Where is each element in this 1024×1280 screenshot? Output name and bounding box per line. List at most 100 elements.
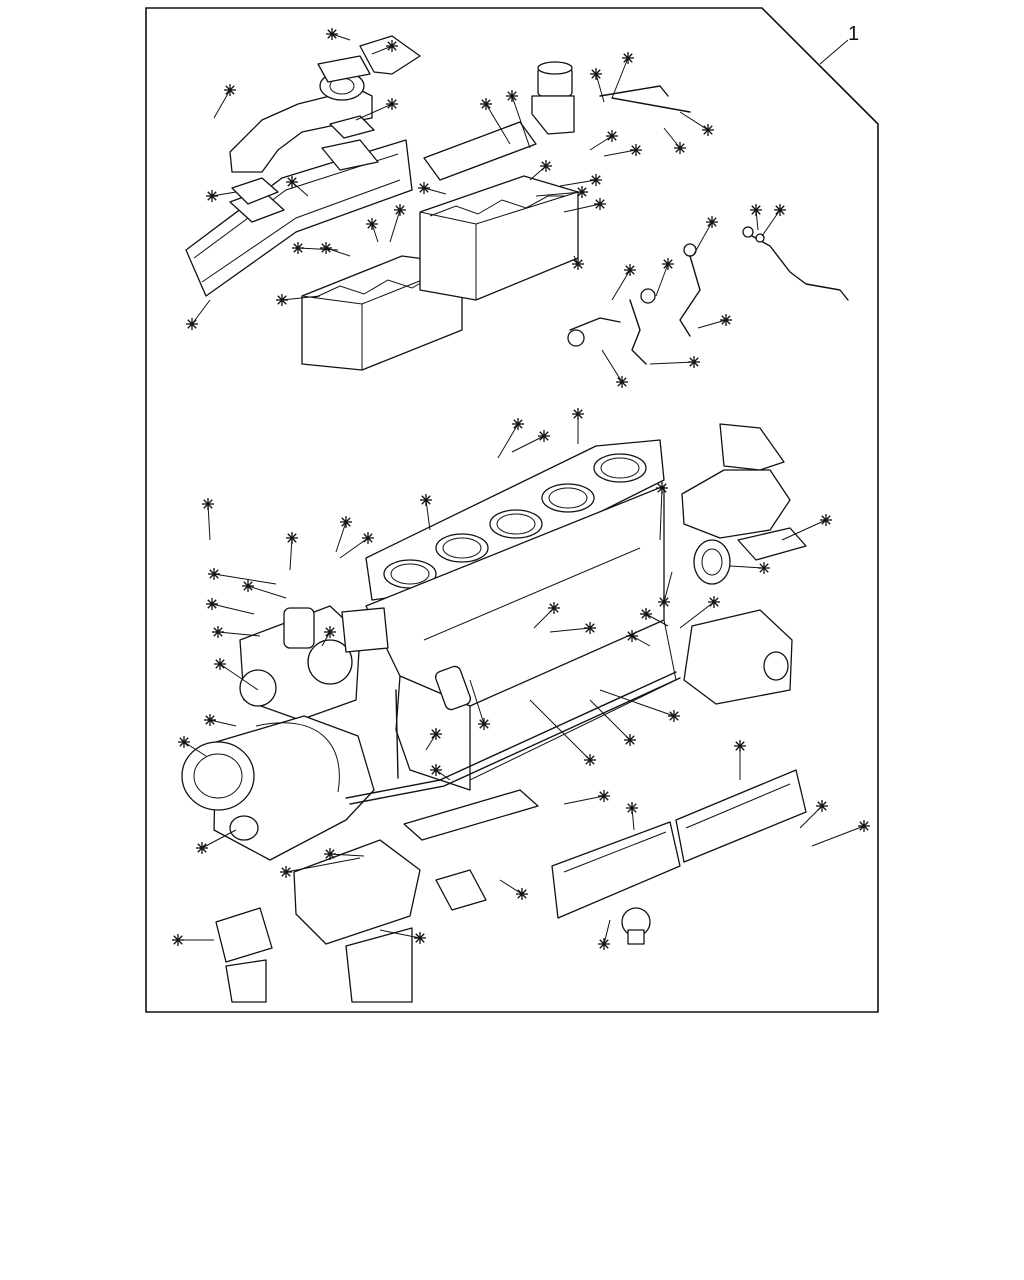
cylinder-block [365,485,677,791]
kit-marker-leader [209,719,237,727]
asterisk-icon [590,174,602,186]
asterisk-icon [242,580,254,592]
asterisk-icon [720,314,732,326]
asterisk-icon [706,216,718,228]
asterisk-icon [656,482,668,494]
asterisk-icon [758,562,770,574]
asterisk-icon [208,568,220,580]
kit-marker-leader [811,825,865,847]
kit-marker-leader [485,103,511,145]
kit-marker-leader [679,601,715,629]
asterisk-icon [512,418,524,430]
kit-marker-leader [247,585,287,599]
asterisk-icon [674,142,686,154]
kit-marker-leader [201,829,237,849]
crankshaft-front-seal [229,539,731,841]
kit-marker-leader [599,689,675,717]
asterisk-icon [626,630,638,642]
asterisk-icon [430,764,442,776]
kit-marker-leader [379,929,421,939]
kit-marker-group [172,28,870,950]
asterisk-icon [662,258,674,270]
kit-marker-leader [213,89,231,119]
asterisk-icon [292,242,304,254]
kit-marker-leader [217,631,261,637]
asterisk-icon [626,802,638,814]
kit-marker-leader [611,269,631,301]
asterisk-icon [418,182,430,194]
kit-marker-leader [389,209,401,243]
kit-marker-leader [655,263,669,297]
kit-marker-leader [281,295,321,301]
kit-marker-leader [211,191,237,197]
asterisk-icon [224,84,236,96]
kit-marker-leader [339,537,369,559]
asterisk-icon [584,754,596,766]
kit-marker-leader [645,613,669,627]
asterisk-icon [206,190,218,202]
asterisk-icon [414,932,426,944]
kit-marker-leader [511,435,545,453]
asterisk-icon [658,596,670,608]
kit-marker-leader [631,635,651,647]
asterisk-icon [624,734,636,746]
item-callout: 1 [819,23,859,65]
asterisk-icon [386,40,398,52]
asterisk-icon [276,294,288,306]
asterisk-icon [858,820,870,832]
kit-marker-leader [563,795,605,805]
kit-marker-leader [529,699,591,761]
kit-marker-leader [191,299,211,325]
asterisk-icon [340,516,352,528]
kit-marker-leader [331,33,351,41]
kit-marker-leader [371,223,379,243]
asterisk-icon [816,800,828,812]
asterisk-icon [420,494,432,506]
kit-marker-leader [595,73,605,103]
kit-marker-leader [659,487,663,541]
asterisk-icon [774,204,786,216]
asterisk-icon [548,602,560,614]
asterisk-icon [734,740,746,752]
kit-marker-leader [549,627,591,633]
asterisk-icon [206,598,218,610]
kit-marker-leader [559,179,597,187]
kit-marker-leader [781,519,827,541]
asterisk-icon [204,714,216,726]
asterisk-icon [286,176,298,188]
kit-marker-leader [693,221,713,255]
kit-marker-leader [601,349,623,383]
asterisk-icon [598,790,610,802]
asterisk-icon [616,376,628,388]
manifold-gasket [231,35,421,205]
asterisk-icon [362,532,374,544]
injector-pipe [742,226,849,301]
asterisk-icon [572,408,584,420]
asterisk-icon [540,160,552,172]
asterisk-icon [820,514,832,526]
kit-marker-leader [535,191,583,197]
kit-marker-leader [611,57,629,99]
asterisk-icon [750,204,762,216]
asterisk-icon [366,218,378,230]
kit-marker-leader [697,319,727,329]
asterisk-icon [640,608,652,620]
side-cover-gaskets [551,769,807,919]
asterisk-icon [386,98,398,110]
kit-marker-leader [649,361,695,365]
kit-marker-leader [761,209,781,237]
asterisk-icon [538,430,550,442]
kit-marker-leader [183,741,207,757]
asterisk-icon [624,264,636,276]
asterisk-icon [630,144,642,156]
asterisk-icon [212,626,224,638]
oil-filler-cap [531,61,575,135]
asterisk-icon [320,242,332,254]
asterisk-icon [708,596,720,608]
kit-marker-leader [589,699,631,741]
asterisk-icon [186,318,198,330]
kit-marker-leader [603,149,637,157]
asterisk-icon [214,658,226,670]
kit-marker-leader [603,919,611,945]
asterisk-icon [594,198,606,210]
